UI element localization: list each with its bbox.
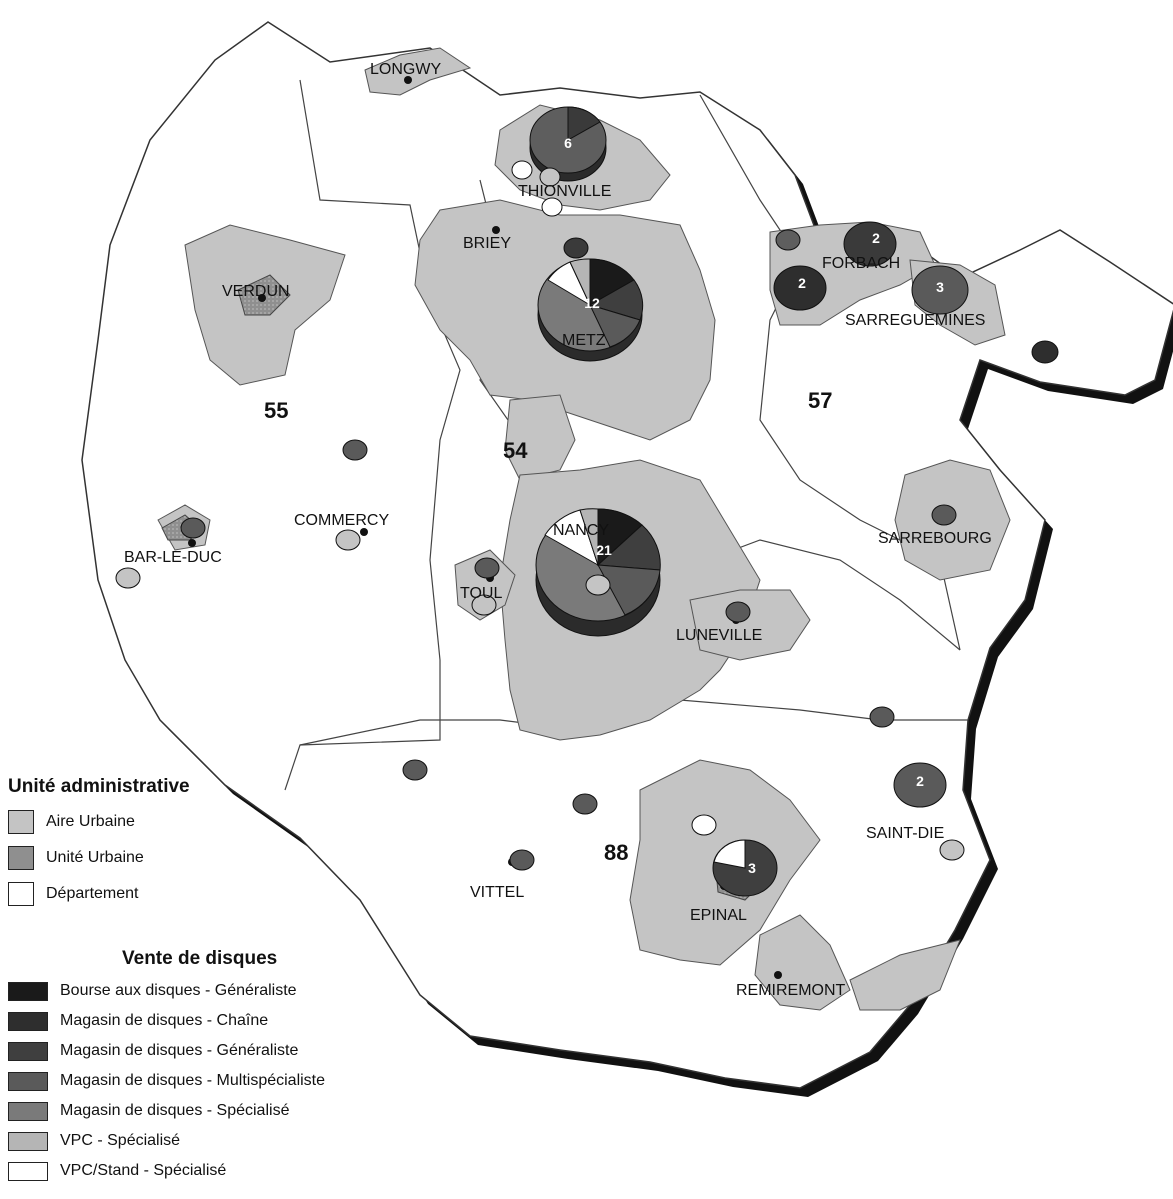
- legend-admin-item: Département: [8, 876, 190, 912]
- swatch-magasin-specialise: [8, 1101, 48, 1121]
- city-label-verdun: VERDUN: [222, 283, 290, 300]
- count-forbach-west: 2: [798, 275, 806, 291]
- dept-label-54: 54: [503, 438, 528, 463]
- aire-toul: [454, 549, 516, 621]
- legend-admin-item: Unité Urbaine: [8, 840, 190, 876]
- city-labels: LONGWY THIONVILLE BRIEY VERDUN METZ FORB…: [124, 61, 992, 999]
- swatch-bourse-generaliste: [8, 981, 48, 1001]
- legend-sales-label: Magasin de disques - Généraliste: [60, 1042, 299, 1059]
- count-nancy: 21: [596, 542, 612, 558]
- city-label-epinal: EPINAL: [690, 907, 747, 924]
- swatch-magasin-multispecialiste: [8, 1071, 48, 1091]
- aire-remiremont: [754, 914, 851, 1011]
- swatch-magasin-chaine: [8, 1011, 48, 1031]
- count-thionville: 6: [564, 135, 572, 151]
- dept-label-55: 55: [264, 398, 288, 423]
- count-saint-die: 2: [916, 773, 924, 789]
- legend-sales-item: Magasin de disques - Généraliste: [8, 1036, 325, 1066]
- legend-sales-label: Bourse aux disques - Généraliste: [60, 982, 297, 999]
- city-label-luneville: LUNEVILLE: [676, 627, 762, 644]
- count-epinal: 3: [748, 860, 756, 876]
- legend-sales-label: Magasin de disques - Chaîne: [60, 1012, 269, 1029]
- legend-admin-label: Département: [46, 885, 139, 902]
- dept-label-57: 57: [808, 388, 832, 413]
- legend-sales-label: VPC/Stand - Spécialisé: [60, 1162, 227, 1179]
- count-sarreguemines: 3: [936, 279, 944, 295]
- swatch-vpc-specialise: [8, 1131, 48, 1151]
- legend-sales-item: Bourse aux disques - Généraliste: [8, 976, 325, 1006]
- city-label-thionville: THIONVILLE: [518, 183, 611, 200]
- legend-sales-item: Magasin de disques - Multispécialiste: [8, 1066, 325, 1096]
- city-label-sarrebourg: SARREBOURG: [878, 530, 992, 547]
- city-label-remiremont: REMIREMONT: [736, 982, 846, 999]
- legend-sales-label: Magasin de disques - Spécialisé: [60, 1102, 290, 1119]
- city-label-saint-die: SAINT-DIE: [866, 825, 944, 842]
- swatch-departement: [8, 882, 34, 906]
- count-forbach: 2: [872, 230, 880, 246]
- legend-sales-item: VPC - Spécialisé: [8, 1126, 325, 1156]
- count-metz: 12: [584, 295, 600, 311]
- city-label-forbach: FORBACH: [822, 255, 900, 272]
- shop-symbols: [115, 106, 1059, 897]
- legend-admin: Unité administrative Aire Urbaine Unité …: [8, 776, 190, 912]
- legend-sales: Vente de disques Bourse aux disques - Gé…: [8, 948, 325, 1186]
- city-label-metz: METZ: [562, 332, 606, 349]
- city-label-bar-le-duc: BAR-LE-DUC: [124, 549, 222, 566]
- aire-luneville: [689, 589, 811, 661]
- aire-longwy: [364, 47, 472, 96]
- city-label-sarreguemines: SARREGUEMINES: [845, 312, 985, 329]
- aire-saint-die-south: [849, 939, 961, 1011]
- swatch-vpc-stand-specialise: [8, 1161, 48, 1181]
- city-label-nancy: NANCY: [553, 522, 609, 539]
- swatch-aire-urbaine: [8, 810, 34, 834]
- city-label-briey: BRIEY: [463, 235, 511, 252]
- legend-sales-item: Magasin de disques - Chaîne: [8, 1006, 325, 1036]
- swatch-unite-urbaine: [8, 846, 34, 870]
- dept-label-88: 88: [604, 840, 628, 865]
- city-label-longwy: LONGWY: [370, 61, 441, 78]
- legend-admin-label: Unité Urbaine: [46, 849, 144, 866]
- city-label-toul: TOUL: [460, 585, 502, 602]
- legend-sales-title: Vente de disques: [122, 948, 278, 969]
- legend-sales-item: VPC/Stand - Spécialisé: [8, 1156, 325, 1186]
- city-label-commercy: COMMERCY: [294, 512, 389, 529]
- symbol-count-labels: 6 12 2 2 3 21 2 3: [564, 135, 944, 876]
- legend-sales-item: Magasin de disques - Spécialisé: [8, 1096, 325, 1126]
- legend-sales-label: Magasin de disques - Multispécialiste: [60, 1072, 326, 1089]
- legend-admin-label: Aire Urbaine: [46, 813, 135, 830]
- aire-54-corridor: [504, 394, 576, 481]
- legend-admin-title: Unité administrative: [8, 776, 190, 797]
- swatch-magasin-generaliste: [8, 1041, 48, 1061]
- city-label-vittel: VITTEL: [470, 884, 524, 901]
- department-labels: 55 57 54 88: [264, 388, 832, 865]
- legend-sales-label: VPC - Spécialisé: [60, 1132, 181, 1149]
- legend-admin-item: Aire Urbaine: [8, 804, 190, 840]
